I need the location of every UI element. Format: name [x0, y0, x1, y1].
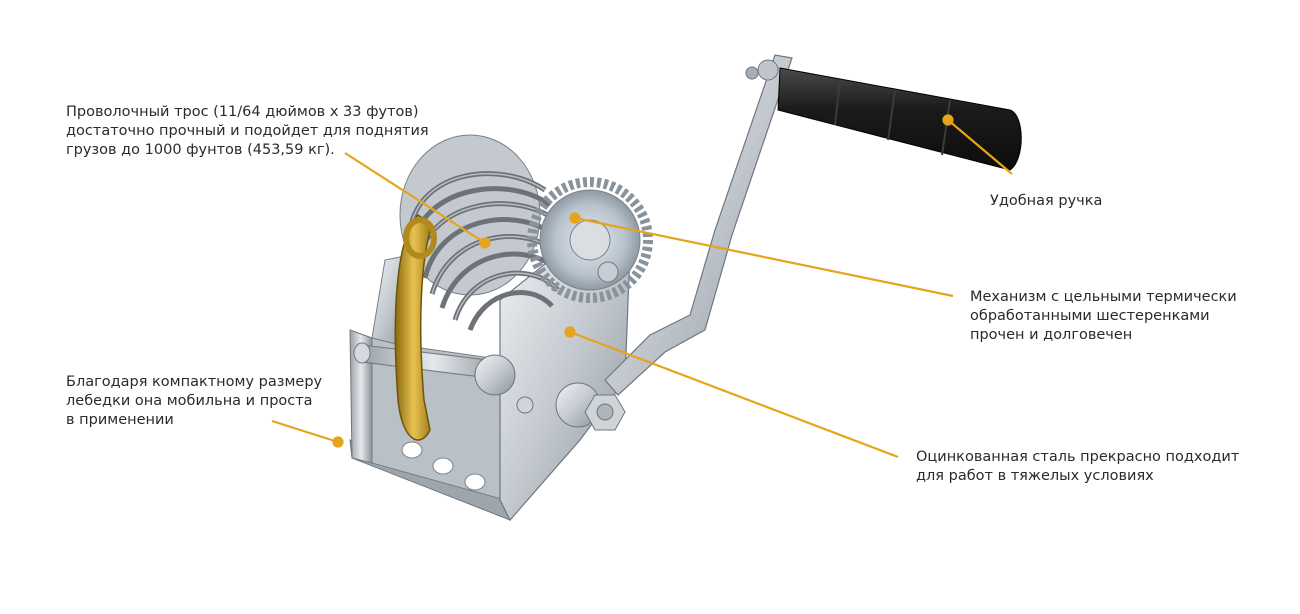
leader-dot-steel — [564, 326, 576, 338]
leader-dot-handle — [942, 114, 954, 126]
callout-wire-rope: Проволочный трос (11/64 дюймов х 33 футо… — [66, 104, 429, 158]
callout-compact-size: Благодаря компактному размеру лебедки он… — [66, 374, 323, 428]
handle-grip — [777, 67, 1022, 171]
hook — [394, 214, 437, 441]
gear — [527, 177, 653, 303]
leader-cable — [344, 152, 486, 244]
leader-steel — [569, 330, 899, 459]
leader-dot-gear — [569, 212, 581, 224]
callout-galvanized-steel: Оцинкованная сталь прекрасно подходит дл… — [916, 449, 1240, 484]
leader-lines — [271, 114, 1013, 459]
leader-dot-cable — [479, 237, 491, 249]
callout-handle: Удобная ручка — [990, 193, 1103, 209]
callout-gear-mechanism: Механизм с цельными термически обработан… — [970, 289, 1237, 343]
leader-gear — [574, 216, 954, 298]
leader-handle — [947, 119, 1013, 175]
leader-dot-compact — [332, 436, 344, 448]
pinion — [474, 354, 626, 431]
crank-arm — [604, 54, 793, 396]
leader-compact — [271, 419, 339, 444]
